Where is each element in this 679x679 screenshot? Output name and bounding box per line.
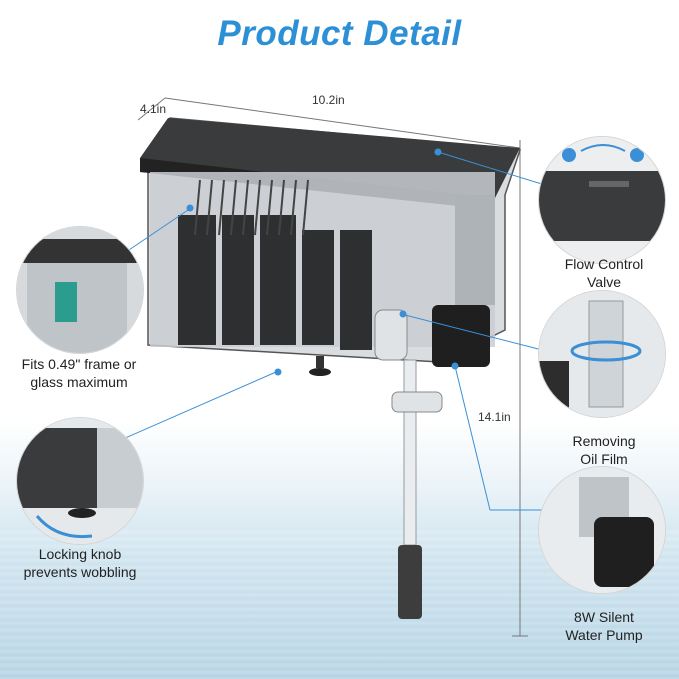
pump-label: 8W Silent Water Pump: [565, 609, 643, 643]
oil-film-label: Removing Oil Film: [572, 433, 636, 467]
height-dimension: 14.1in: [478, 410, 511, 424]
knob-label: Locking knob prevents wobbling: [23, 546, 137, 580]
knob-detail-circle: [16, 417, 144, 545]
flow-control-label: Flow Control Valve: [564, 256, 644, 290]
depth-dimension: 4.1in: [140, 102, 167, 116]
frame-label: Fits 0.49" frame or glass maximum: [21, 356, 137, 390]
oil-film-detail-circle: [538, 290, 666, 418]
width-dimension: 10.2in: [312, 93, 345, 107]
page-title: Product Detail: [217, 14, 462, 53]
pump-detail-circle: [538, 466, 666, 594]
valve-detail-circle: [538, 136, 666, 264]
frame-detail-circle: [16, 226, 144, 354]
